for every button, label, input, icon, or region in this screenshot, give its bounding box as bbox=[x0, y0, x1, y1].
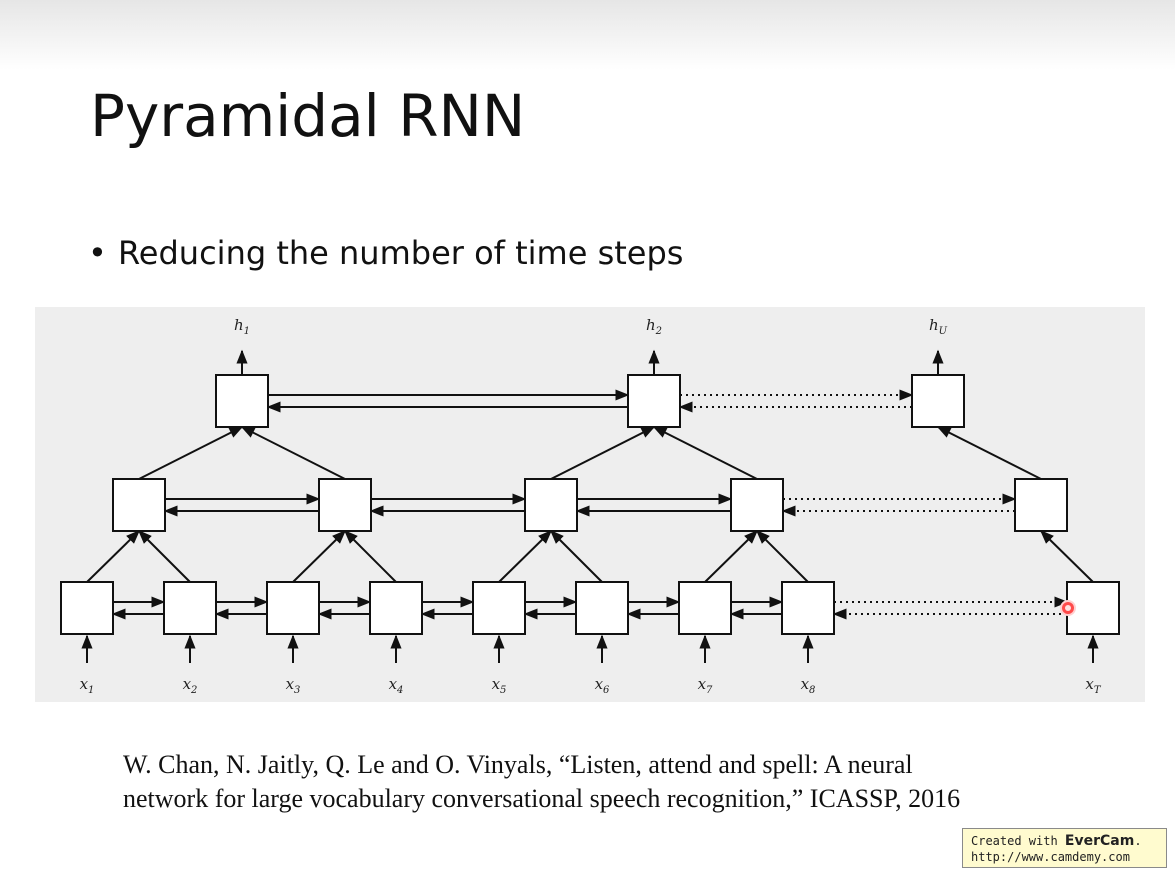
input-label-x7: x7 bbox=[698, 675, 713, 696]
layer1-to-layer2-arrow-4 bbox=[652, 426, 758, 480]
slide-title: Pyramidal RNN bbox=[90, 82, 526, 150]
bullet-text: Reducing the number of time steps bbox=[118, 234, 684, 272]
input-label-x1: x1 bbox=[80, 675, 95, 696]
input-label-x3: x3 bbox=[286, 675, 301, 696]
pyramidal-rnn-diagram: h1 h2 hU x1 x2 x3 x4 x5 x6 x7 x8 xT bbox=[35, 307, 1145, 702]
citation-line-2: network for large vocabulary conversatio… bbox=[123, 784, 961, 813]
layer0-to-layer1-arrow-5 bbox=[498, 530, 552, 583]
watermark-prefix: Created with bbox=[971, 834, 1065, 848]
layer0-cell-4 bbox=[369, 581, 423, 635]
layer2-cell-2 bbox=[627, 374, 681, 428]
layer0-cell-5 bbox=[472, 581, 526, 635]
layer0-to-layer1-arrow-8 bbox=[756, 530, 809, 583]
layer0-cell-1 bbox=[60, 581, 114, 635]
diagram-canvas: h1 h2 hU x1 x2 x3 x4 x5 x6 x7 x8 xT bbox=[60, 316, 1120, 696]
layer0-to-layer1-arrow-4 bbox=[344, 530, 397, 583]
layer0-to-layer1-arrow-7 bbox=[704, 530, 758, 583]
layer1-cell-5 bbox=[1014, 478, 1068, 532]
watermark-line-1: Created with EverCam. bbox=[971, 833, 1158, 849]
layer1-to-layer2-arrow-1 bbox=[138, 426, 244, 480]
layer0-cell-6 bbox=[575, 581, 629, 635]
layer0-cell-7 bbox=[678, 581, 732, 635]
watermark-brand: EverCam bbox=[1064, 833, 1135, 849]
citation-line-1: W. Chan, N. Jaitly, Q. Le and O. Vinyals… bbox=[123, 750, 913, 779]
input-label-x4: x4 bbox=[389, 675, 404, 696]
layer0-cell-2 bbox=[163, 581, 217, 635]
output-label-h2: h2 bbox=[646, 316, 662, 337]
input-label-x6: x6 bbox=[595, 675, 610, 696]
evercam-watermark: Created with EverCam. http://www.camdemy… bbox=[962, 828, 1167, 868]
pointer-cursor bbox=[1062, 602, 1074, 614]
layer1-cell-2 bbox=[318, 478, 372, 532]
layer1-to-layer2-arrow-5 bbox=[936, 426, 1042, 480]
layer2-cell-1 bbox=[215, 374, 269, 428]
watermark-url: http://www.camdemy.com bbox=[971, 850, 1130, 864]
bullet-point: • Reducing the number of time steps bbox=[88, 234, 683, 272]
layer2-cell-3 bbox=[911, 374, 965, 428]
citation: W. Chan, N. Jaitly, Q. Le and O. Vinyals… bbox=[123, 748, 1103, 816]
layer1-to-layer2-arrow-2 bbox=[240, 426, 346, 480]
layer0-to-layer1-arrow-1 bbox=[86, 530, 140, 583]
layer0-to-layer1-arrow-9 bbox=[1040, 530, 1094, 583]
output-label-h1: h1 bbox=[234, 316, 250, 337]
layer0-to-layer1-arrow-3 bbox=[292, 530, 346, 583]
input-label-x2: x2 bbox=[183, 675, 198, 696]
output-label-h3: hU bbox=[929, 316, 948, 337]
watermark-suffix: . bbox=[1134, 834, 1142, 848]
input-label-x5: x5 bbox=[492, 675, 507, 696]
layer1-cell-1 bbox=[112, 478, 166, 532]
input-label-x8: x8 bbox=[801, 675, 816, 696]
layer0-to-layer1-arrow-6 bbox=[550, 530, 603, 583]
layer0-to-layer1-arrow-2 bbox=[138, 530, 191, 583]
layer1-cell-4 bbox=[730, 478, 784, 532]
layer0-cell-8 bbox=[781, 581, 835, 635]
bullet-dot: • bbox=[88, 234, 107, 272]
layer0-cell-9 bbox=[1066, 581, 1120, 635]
layer1-to-layer2-arrow-3 bbox=[550, 426, 656, 480]
layer0-cell-3 bbox=[266, 581, 320, 635]
layer1-cell-3 bbox=[524, 478, 578, 532]
input-label-x9: xT bbox=[1085, 675, 1101, 696]
